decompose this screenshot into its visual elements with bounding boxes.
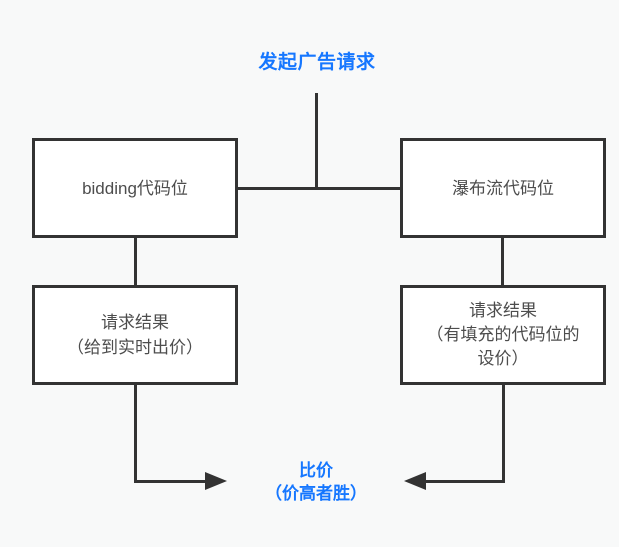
node-bidding-result-line2: （给到实时出价） <box>67 338 203 357</box>
right-arrow-horizontal-segment <box>426 480 505 483</box>
node-bidding-result: 请求结果 （给到实时出价） <box>32 285 238 385</box>
bidding-to-result-connector <box>134 236 137 287</box>
node-waterfall-result-line2: （有填充的代码位的 <box>426 325 580 344</box>
node-waterfall-label: 瀑布流代码位 <box>452 178 554 198</box>
price-comparison-line1: 比价 <box>299 461 333 480</box>
node-waterfall-result: 请求结果 （有填充的代码位的 设价） <box>400 285 606 385</box>
title-stem-connector <box>315 93 318 189</box>
node-bidding-result-line1: 请求结果 <box>101 313 169 332</box>
node-bidding-ad-slot: bidding代码位 <box>32 138 238 238</box>
right-arrow-vertical-segment <box>502 383 505 483</box>
flow-title: 发起广告请求 <box>258 52 376 73</box>
horizontal-connector <box>237 187 401 190</box>
waterfall-to-result-connector <box>501 236 504 287</box>
arrowhead-right-icon <box>205 472 227 490</box>
price-comparison-line2: （价高者胜） <box>265 484 367 503</box>
node-waterfall-result-line1: 请求结果 <box>469 301 537 320</box>
node-waterfall-result-line3: 设价） <box>477 349 529 368</box>
node-bidding-label: bidding代码位 <box>82 178 188 198</box>
arrowhead-left-icon <box>404 472 426 490</box>
node-waterfall-ad-slot: 瀑布流代码位 <box>400 138 606 238</box>
price-comparison-label: 比价 （价高者胜） <box>265 459 367 505</box>
left-arrow-horizontal-segment <box>134 480 206 483</box>
left-arrow-vertical-segment <box>134 383 137 483</box>
